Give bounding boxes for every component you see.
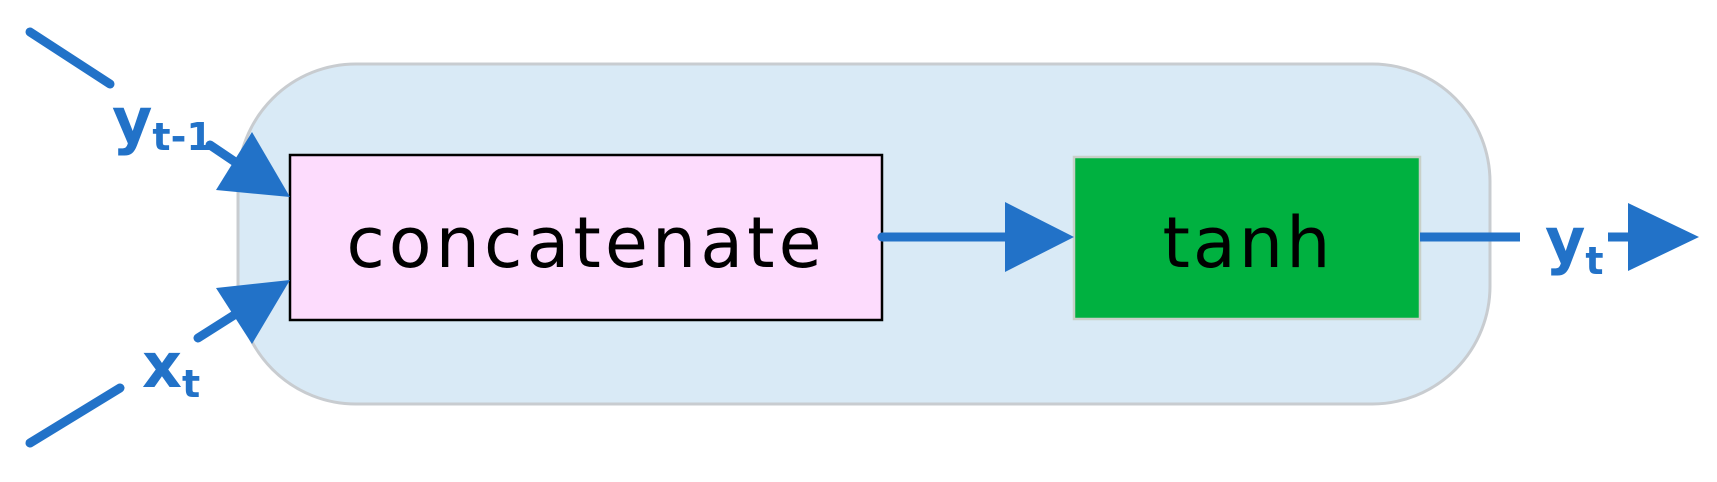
input-arrow (25, 280, 290, 448)
tanh-label: tanh (1162, 202, 1333, 284)
concatenate-label: concatenate (346, 202, 825, 284)
tanh-block (1072, 155, 1422, 321)
output-label-sub: t (1585, 239, 1603, 283)
output-label-base: y (1545, 204, 1585, 277)
input-label-base: x (142, 329, 182, 402)
output-arrow (1608, 203, 1699, 271)
prev-output-arrow (25, 27, 290, 197)
prev-output-label-base: y (112, 84, 152, 157)
input-label: xt (142, 329, 200, 406)
prev-output-label-sub: t-1 (152, 115, 212, 159)
prev-output-label: yt-1 (112, 84, 213, 159)
input-label-sub: t (182, 362, 200, 406)
concatenate-block (288, 153, 884, 322)
concat-to-tanh-arrow (877, 202, 1074, 272)
output-label-yt: yt (1545, 204, 1604, 283)
